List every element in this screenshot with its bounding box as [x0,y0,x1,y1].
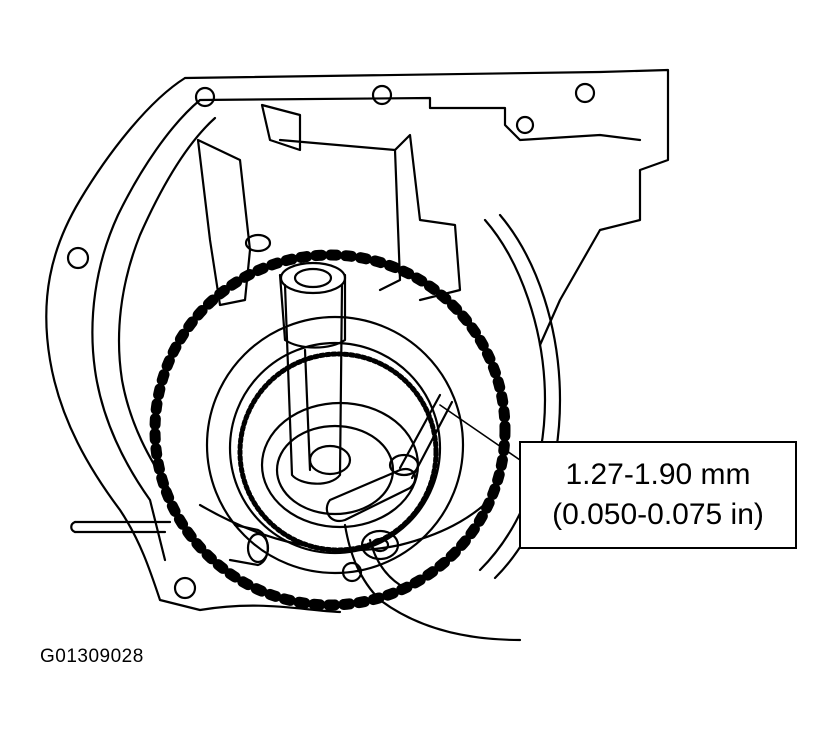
tool-shaft [283,283,344,485]
callout-leader [439,404,521,461]
bolt-hole [515,115,535,135]
tool-shaft-top [279,261,347,295]
internal-plate-left [196,138,252,307]
bolt-hole [194,86,216,108]
gauge-pivot-nut [388,453,420,477]
bolt-hole [173,576,197,600]
tool-shaft-grip [278,273,347,349]
clearance-callout: 1.27-1.90 mm (0.050-0.075 in) [519,441,797,549]
housing-outer-flange [45,68,670,614]
housing-inner-edge [91,96,642,562]
bearing-race-outer [205,315,465,575]
clearance-metric: 1.27-1.90 mm [565,458,751,491]
bolt-hole [66,246,90,270]
bearing-race-mid [228,341,442,555]
bolt-hole [574,82,596,104]
internal-plate-mid [260,103,402,292]
small-bolt-head [244,233,272,253]
internal-plate-right [393,133,462,302]
bearing-bore [275,424,395,516]
side-tube-end [70,520,77,534]
clearance-imperial: (0.050-0.075 in) [552,498,764,531]
shaft-collar [308,444,352,476]
outer-gear-ring [149,249,511,611]
housing-inner-rib [117,116,217,492]
tool-shaft-top-inner [293,267,333,289]
lower-dowel-end [246,532,270,564]
tool-shaft-line [303,348,312,472]
figure-id: G01309028 [40,646,144,667]
side-tube [73,520,172,534]
lower-right-flange [343,523,522,642]
feeler-gauge-blade [325,467,417,523]
lower-boss [360,529,400,561]
bolt-hole [371,84,393,106]
lower-boss-hole [370,537,390,553]
